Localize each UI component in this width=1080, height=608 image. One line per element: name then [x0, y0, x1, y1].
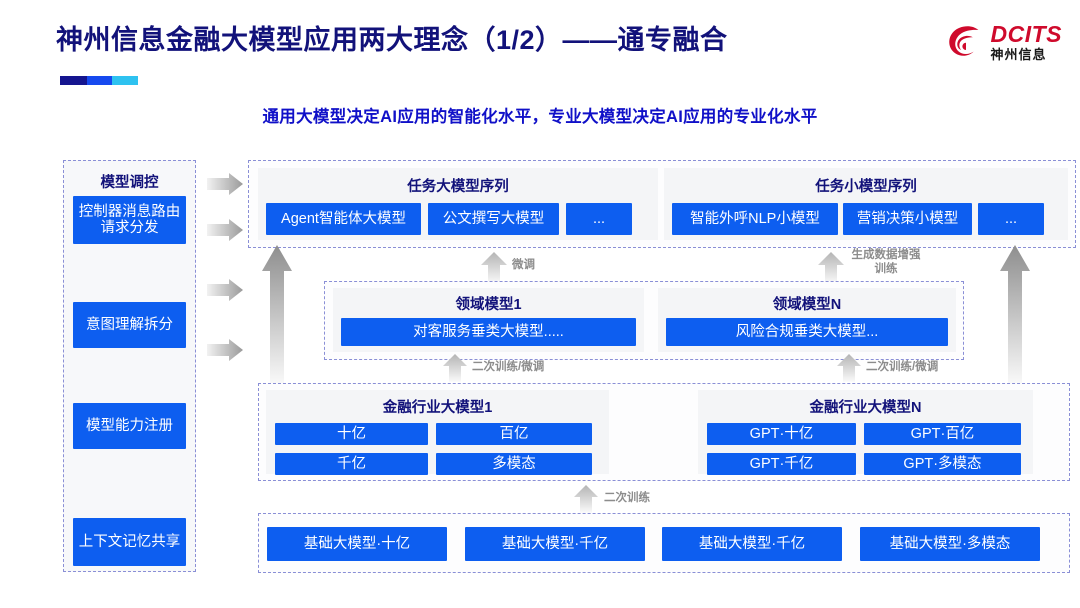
title-underline-bar [60, 76, 138, 85]
industry-model-n-item-1[interactable]: GPT·十亿 [707, 423, 856, 445]
dcits-swirl-icon [948, 26, 978, 56]
task-large-model-item-2[interactable]: 公文撰写大模型 [428, 203, 559, 235]
task-small-model-item-2[interactable]: 营销决策小模型 [843, 203, 972, 235]
base-model-item-4[interactable]: 基础大模型·多模态 [860, 527, 1040, 561]
industry-model-n-title: 金融行业大模型N [809, 400, 922, 416]
base-model-item-1[interactable]: 基础大模型·十亿 [267, 527, 447, 561]
task-small-model-item-3[interactable]: ... [978, 203, 1044, 235]
domain-model-n-item[interactable]: 风险合规垂类大模型... [666, 318, 948, 346]
flow-arrow-up-finetune-left [481, 252, 507, 284]
industry-model-n-item-3[interactable]: GPT·千亿 [707, 453, 856, 475]
flow-arrow-up-retrain-left [443, 354, 467, 382]
industry-model-n-item-2[interactable]: GPT·百亿 [864, 423, 1021, 445]
arrow-label-retrain: 二次训练 [604, 492, 650, 504]
base-model-item-2[interactable]: 基础大模型·千亿 [465, 527, 645, 561]
underline-segment-2 [86, 76, 113, 85]
model-control-title: 模型调控 [100, 175, 159, 191]
industry-model-1-item-4[interactable]: 多模态 [436, 453, 592, 475]
arrow-label-retrain-finetune-left: 二次训练/微调 [472, 361, 545, 373]
page-title: 神州信息金融大模型应用两大理念（1/2）——通专融合 [56, 25, 728, 55]
logo-cn-text: 神州信息 [990, 47, 1047, 62]
arrow-label-data-augmentation: 生成数据增强训练 [851, 249, 921, 276]
industry-model-n-item-4[interactable]: GPT·多模态 [864, 453, 1021, 475]
flow-arrow-right-3 [207, 279, 243, 301]
flow-arrow-up-retrain-right [837, 354, 861, 382]
left-item-context-memory[interactable]: 上下文记忆共享 [73, 518, 186, 566]
flow-arrow-right-1 [207, 173, 243, 195]
left-item-capability-registry[interactable]: 模型能力注册 [73, 403, 186, 449]
page-subtitle: 通用大模型决定AI应用的智能化水平，专业大模型决定AI应用的专业化水平 [262, 108, 818, 126]
flow-arrow-up-retrain-center [574, 485, 598, 513]
task-large-model-item-3[interactable]: ... [566, 203, 632, 235]
arrow-label-retrain-finetune-right: 二次训练/微调 [866, 361, 939, 373]
domain-model-n-title: 领域模型N [772, 297, 842, 313]
industry-model-1-item-1[interactable]: 十亿 [275, 423, 428, 445]
industry-model-1-title: 金融行业大模型1 [382, 400, 493, 416]
left-item-controller-routing[interactable]: 控制器消息路由请求分发 [73, 196, 186, 244]
logo-en-text: DCITS [990, 21, 1062, 47]
base-model-item-3[interactable]: 基础大模型·千亿 [662, 527, 842, 561]
arrow-label-finetune-left: 微调 [512, 259, 535, 271]
flow-arrow-up-dataaug [818, 252, 844, 284]
industry-model-1-item-3[interactable]: 千亿 [275, 453, 428, 475]
flow-arrow-up-outer-left [262, 245, 292, 385]
industry-model-1-item-2[interactable]: 百亿 [436, 423, 592, 445]
company-logo: DCITS 神州信息 [944, 22, 1063, 62]
left-item-intent-parsing[interactable]: 意图理解拆分 [73, 302, 186, 348]
domain-model-1-title: 领域模型1 [455, 297, 522, 313]
task-large-model-item-1[interactable]: Agent智能体大模型 [266, 203, 421, 235]
flow-arrow-right-2 [207, 219, 243, 241]
underline-segment-3 [112, 76, 138, 85]
task-small-model-item-1[interactable]: 智能外呼NLP小模型 [672, 203, 838, 235]
flow-arrow-right-4 [207, 339, 243, 361]
task-small-model-title: 任务小模型序列 [815, 179, 917, 195]
domain-model-1-item[interactable]: 对客服务垂类大模型..... [341, 318, 636, 346]
task-large-model-title: 任务大模型序列 [407, 179, 509, 195]
underline-segment-1 [60, 76, 87, 85]
flow-arrow-up-outer-right [1000, 245, 1030, 385]
